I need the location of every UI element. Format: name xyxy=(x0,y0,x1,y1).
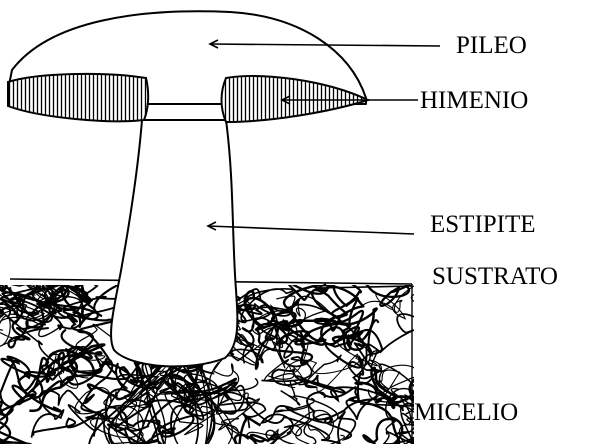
label-micelio: MICELIO xyxy=(414,399,518,426)
label-pileo: PILEO xyxy=(456,32,527,59)
leader-estipite xyxy=(208,226,414,234)
label-sustrato: SUSTRATO xyxy=(432,263,558,290)
label-himenio: HIMENIO xyxy=(420,87,528,114)
stipe-shape xyxy=(111,120,237,366)
hymenium-left xyxy=(8,74,148,121)
label-estipite: ESTIPITE xyxy=(430,211,536,238)
